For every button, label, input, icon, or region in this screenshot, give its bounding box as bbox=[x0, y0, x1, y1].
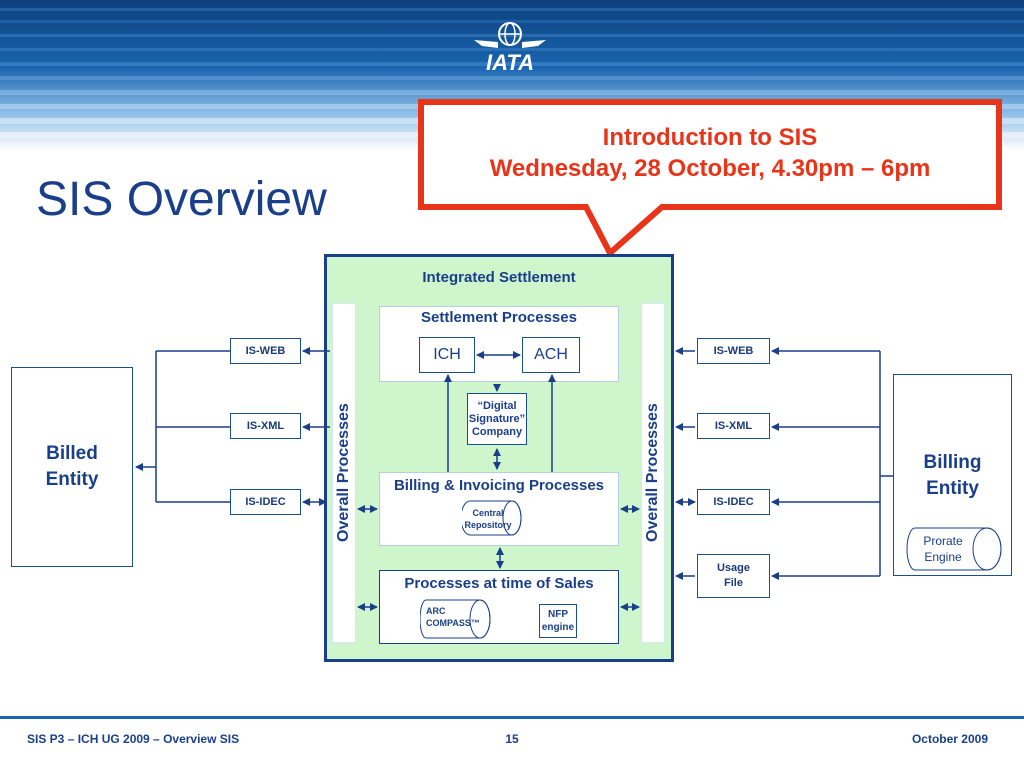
sales-title: Processes at time of Sales bbox=[404, 574, 594, 592]
billing-line2: Entity bbox=[926, 478, 979, 499]
cr-line2: Repository bbox=[464, 520, 512, 530]
billing-title: Billing & Invoicing Processes bbox=[393, 476, 605, 494]
right-is-xml-box: IS-XML bbox=[697, 413, 770, 439]
callout-line1: Introduction to SIS bbox=[602, 124, 818, 151]
integrated-label: Integrated Settlement bbox=[422, 268, 576, 286]
central-repository-cylinder bbox=[462, 500, 522, 536]
ds-line1: “Digital bbox=[477, 399, 517, 412]
billing-entity-label: Billing Entity bbox=[893, 448, 1012, 504]
usage-line2: File bbox=[724, 577, 743, 589]
cr-line1: Central bbox=[472, 508, 504, 518]
callout-line2: Wednesday, 28 October, 4.30pm – 6pm bbox=[489, 155, 931, 182]
prorate-line1: Prorate bbox=[923, 534, 963, 548]
nfp-line2: engine bbox=[541, 622, 575, 633]
logo-text: IATA bbox=[485, 50, 535, 75]
usage-file-box: Usage File bbox=[697, 554, 770, 598]
nfp-line1: NFP bbox=[548, 609, 568, 620]
left-is-xml-box: IS-XML bbox=[230, 413, 301, 439]
nfp-engine-box: NFP engine bbox=[539, 604, 577, 638]
arc-line1: ARC bbox=[426, 606, 446, 616]
digital-signature-box: “Digital Signature” Company bbox=[467, 393, 527, 445]
overall-processes-right bbox=[641, 303, 665, 643]
prorate-line2: Engine bbox=[924, 550, 962, 564]
central-repo-label: Central Repository bbox=[464, 504, 512, 534]
right-is-web-box: IS-WEB bbox=[697, 338, 770, 364]
sales-processes-box bbox=[379, 570, 619, 644]
iata-logo: IATA bbox=[470, 18, 550, 78]
right-is-idec-box: IS-IDEC bbox=[697, 489, 770, 515]
callout-text: Introduction to SIS Wednesday, 28 Octobe… bbox=[425, 118, 995, 188]
billing-line1: Billing bbox=[923, 452, 982, 473]
arc-compass-label: ARC COMPASS™ bbox=[426, 605, 490, 629]
ach-box: ACH bbox=[522, 337, 580, 373]
arc-compass-cylinder bbox=[420, 599, 491, 639]
page-title: SIS Overview bbox=[36, 173, 327, 226]
billed-entity-box: Billed Entity bbox=[11, 367, 133, 567]
callout-bubble bbox=[418, 99, 1002, 258]
ds-line2: Signature” bbox=[468, 412, 526, 425]
left-is-idec-box: IS-IDEC bbox=[230, 489, 301, 515]
settlement-title: Settlement Processes bbox=[421, 308, 577, 326]
footer-page-number: 15 bbox=[505, 732, 519, 746]
footer-date: October 2009 bbox=[911, 732, 988, 746]
ds-line3: Company bbox=[471, 425, 523, 438]
billed-line2: Entity bbox=[45, 469, 99, 490]
prorate-engine-label: Prorate Engine bbox=[910, 532, 976, 566]
left-is-web-box: IS-WEB bbox=[230, 338, 301, 364]
billed-line1: Billed bbox=[46, 443, 98, 464]
prorate-engine-cylinder bbox=[906, 527, 1002, 571]
globe-wings-icon bbox=[474, 22, 546, 48]
footer-left: SIS P3 – ICH UG 2009 – Overview SIS bbox=[27, 732, 240, 746]
ich-box: ICH bbox=[419, 337, 475, 373]
usage-line1: Usage bbox=[716, 562, 751, 574]
arc-line2: COMPASS™ bbox=[426, 618, 480, 628]
overall-processes-left bbox=[332, 303, 356, 643]
footer-rule bbox=[0, 716, 1024, 719]
